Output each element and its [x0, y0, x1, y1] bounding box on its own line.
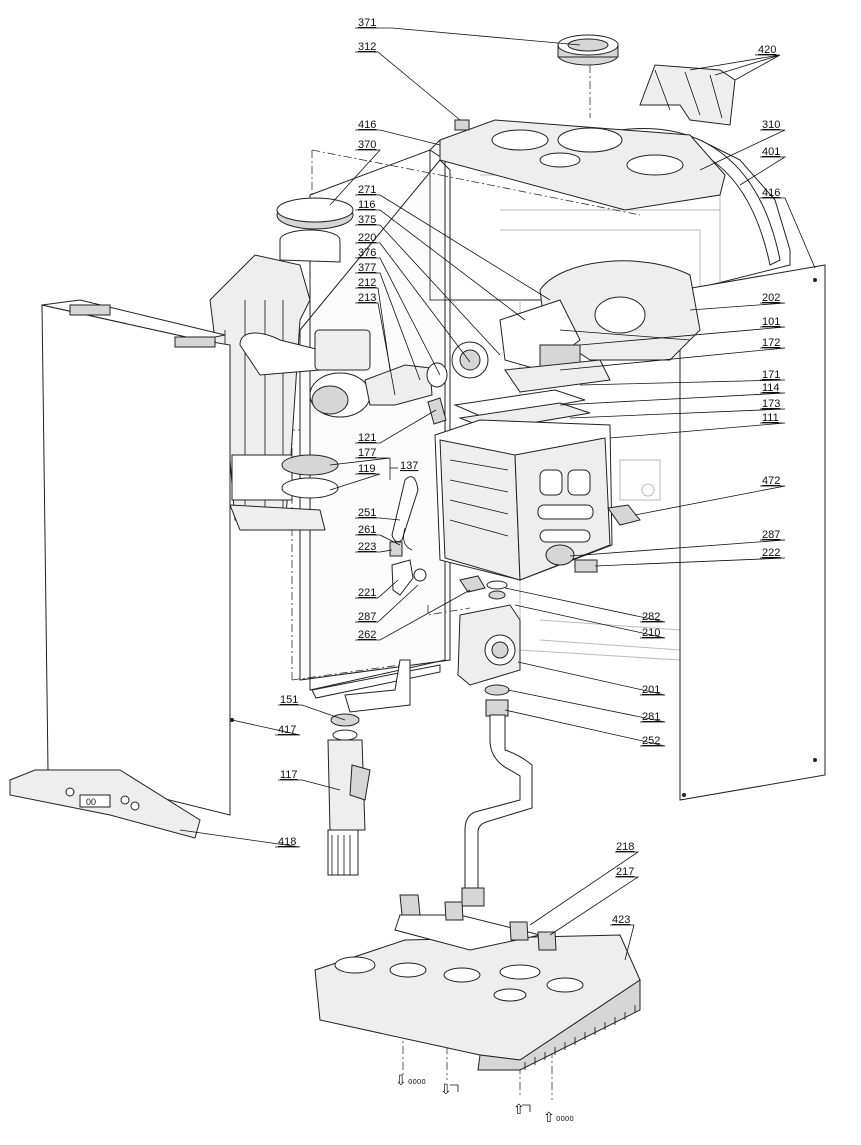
label-376: 376: [358, 247, 376, 259]
bottom-tray: [314, 894, 641, 1071]
label-151: 151: [280, 694, 298, 706]
arrow-down-icon: ⇩: [395, 1073, 407, 1089]
label-418: 418: [278, 836, 296, 848]
heating-return-text: 0000: [556, 1115, 574, 1123]
flue-adaptor: [557, 34, 619, 66]
label-370: 370: [358, 139, 376, 151]
gas-valve: [457, 580, 521, 696]
label-281: 281: [642, 711, 660, 723]
condensate-trap: [327, 659, 411, 876]
label-212: 212: [358, 277, 376, 289]
combustion-fan: [239, 329, 489, 418]
label-202: 202: [762, 292, 780, 304]
label-116: 116: [358, 199, 376, 211]
label-221: 221: [358, 587, 376, 599]
label-172: 172: [762, 337, 780, 349]
arrow-up-icon: ⇧: [513, 1102, 525, 1118]
label-287-right: 287: [762, 529, 780, 541]
part-labels: 371 312 420 416 370 310 401 416 271 116 …: [278, 17, 780, 926]
label-213: 213: [358, 292, 376, 304]
label-111: 111: [762, 412, 779, 424]
label-420: 420: [758, 44, 776, 56]
heating-flow-text: 0000: [408, 1078, 426, 1086]
small-parts: [389, 476, 486, 596]
label-377: 377: [358, 262, 376, 274]
tap-icon: [522, 1104, 531, 1112]
label-220: 220: [358, 232, 376, 244]
label-312: 312: [358, 41, 376, 53]
label-117: 117: [280, 769, 298, 781]
label-119: 119: [358, 463, 376, 475]
label-137: 137: [400, 460, 418, 472]
tap-icon: [450, 1084, 459, 1092]
label-222: 222: [762, 547, 780, 559]
sensor-312: [454, 119, 470, 131]
label-171: 171: [762, 369, 780, 381]
label-310: 310: [762, 119, 780, 131]
label-416-right: 416: [762, 187, 780, 199]
label-371: 371: [358, 17, 376, 29]
label-375: 375: [358, 214, 376, 226]
flue-duct-assembly: [209, 197, 354, 531]
label-423: 423: [612, 914, 630, 926]
label-282: 282: [642, 611, 660, 623]
display-readout: 00: [86, 797, 96, 807]
label-271: 271: [358, 184, 376, 196]
back-frame: [309, 149, 446, 691]
arrow-down-icon: ⇩: [440, 1082, 452, 1098]
label-114: 114: [762, 382, 780, 394]
connection-arrows: ⇩ 0000 ⇩ ⇧ ⇧ 0000: [395, 1073, 574, 1126]
label-417: 417: [278, 724, 296, 736]
sensor-222: [574, 559, 598, 573]
label-101: 101: [762, 316, 780, 328]
top-brackets: [639, 64, 736, 126]
label-252: 252: [642, 735, 660, 747]
label-217: 217: [616, 866, 634, 878]
leader-lines: [179, 27, 816, 961]
label-251: 251: [358, 507, 376, 519]
label-121: 121: [358, 432, 376, 444]
label-401: 401: [762, 146, 780, 158]
gas-pipe: [461, 699, 533, 907]
label-262: 262: [358, 629, 376, 641]
right-side-panel: [679, 264, 826, 801]
label-416-left: 416: [358, 119, 376, 131]
control-fascia: 00: [9, 769, 201, 839]
clip-472: [607, 504, 641, 526]
label-218: 218: [616, 841, 634, 853]
label-472: 472: [762, 475, 780, 487]
assembly-lines: [291, 65, 641, 1100]
label-177: 177: [358, 447, 376, 459]
heat-exchanger: [434, 419, 613, 581]
label-287-left: 287: [358, 611, 376, 623]
label-173: 173: [762, 398, 780, 410]
label-210: 210: [642, 627, 660, 639]
label-261: 261: [358, 524, 376, 536]
front-panel: [41, 299, 234, 816]
sight-glass: [427, 397, 447, 425]
label-223: 223: [358, 541, 376, 553]
label-201: 201: [642, 684, 660, 696]
arrow-up-icon: ⇧: [543, 1110, 555, 1126]
